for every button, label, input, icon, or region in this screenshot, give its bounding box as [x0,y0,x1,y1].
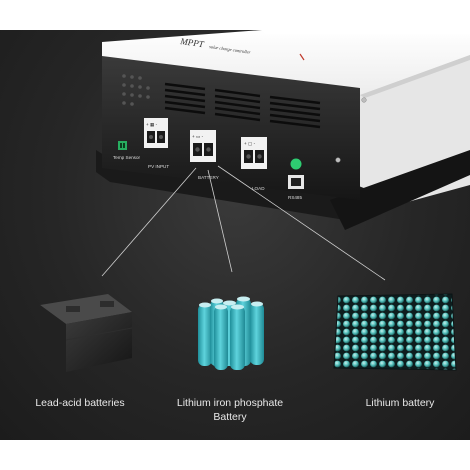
lifepo4-caption: Lithium iron phosphate Battery [160,396,300,424]
battery-polarity-icon: + ▭ - [192,134,204,139]
screw-icon [335,157,341,163]
vent-holes [122,74,150,106]
load-polarity-icon: + ▢ - [244,141,256,146]
brand-subtitle: solar charge controller [209,44,251,55]
bottom-margin [0,440,470,470]
top-margin [0,0,470,30]
lifepo4-caption-line1: Lithium iron phosphate [176,397,284,409]
load-port-label: LOAD [252,186,265,191]
brand-accent [299,53,305,61]
temp-sensor-label: Temp Sensor [113,155,141,160]
screw-icon [361,97,367,103]
lead-acid-battery-image [40,294,133,372]
lithium-caption: Lithium battery [365,397,435,409]
brand-logo: MPPT [179,36,206,49]
lifepo4-cells-image [198,296,264,370]
connector-lines [101,165,386,281]
battery-port-label: BATTERY [198,175,219,180]
pv-polarity-icon: + ▦ - [146,122,158,127]
lead-acid-caption: Lead-acid batteries [35,397,125,409]
vent-slots [164,82,321,129]
lifepo4-caption-line2: Battery [213,411,247,423]
rs485-label: RS485 [288,195,302,200]
temp-sensor-port [118,141,127,150]
power-button [290,158,302,170]
lithium-battery-image [333,293,457,371]
pv-input-label: PV INPUT [148,164,169,169]
charge-controller: MPPT solar charge controller [96,30,470,230]
